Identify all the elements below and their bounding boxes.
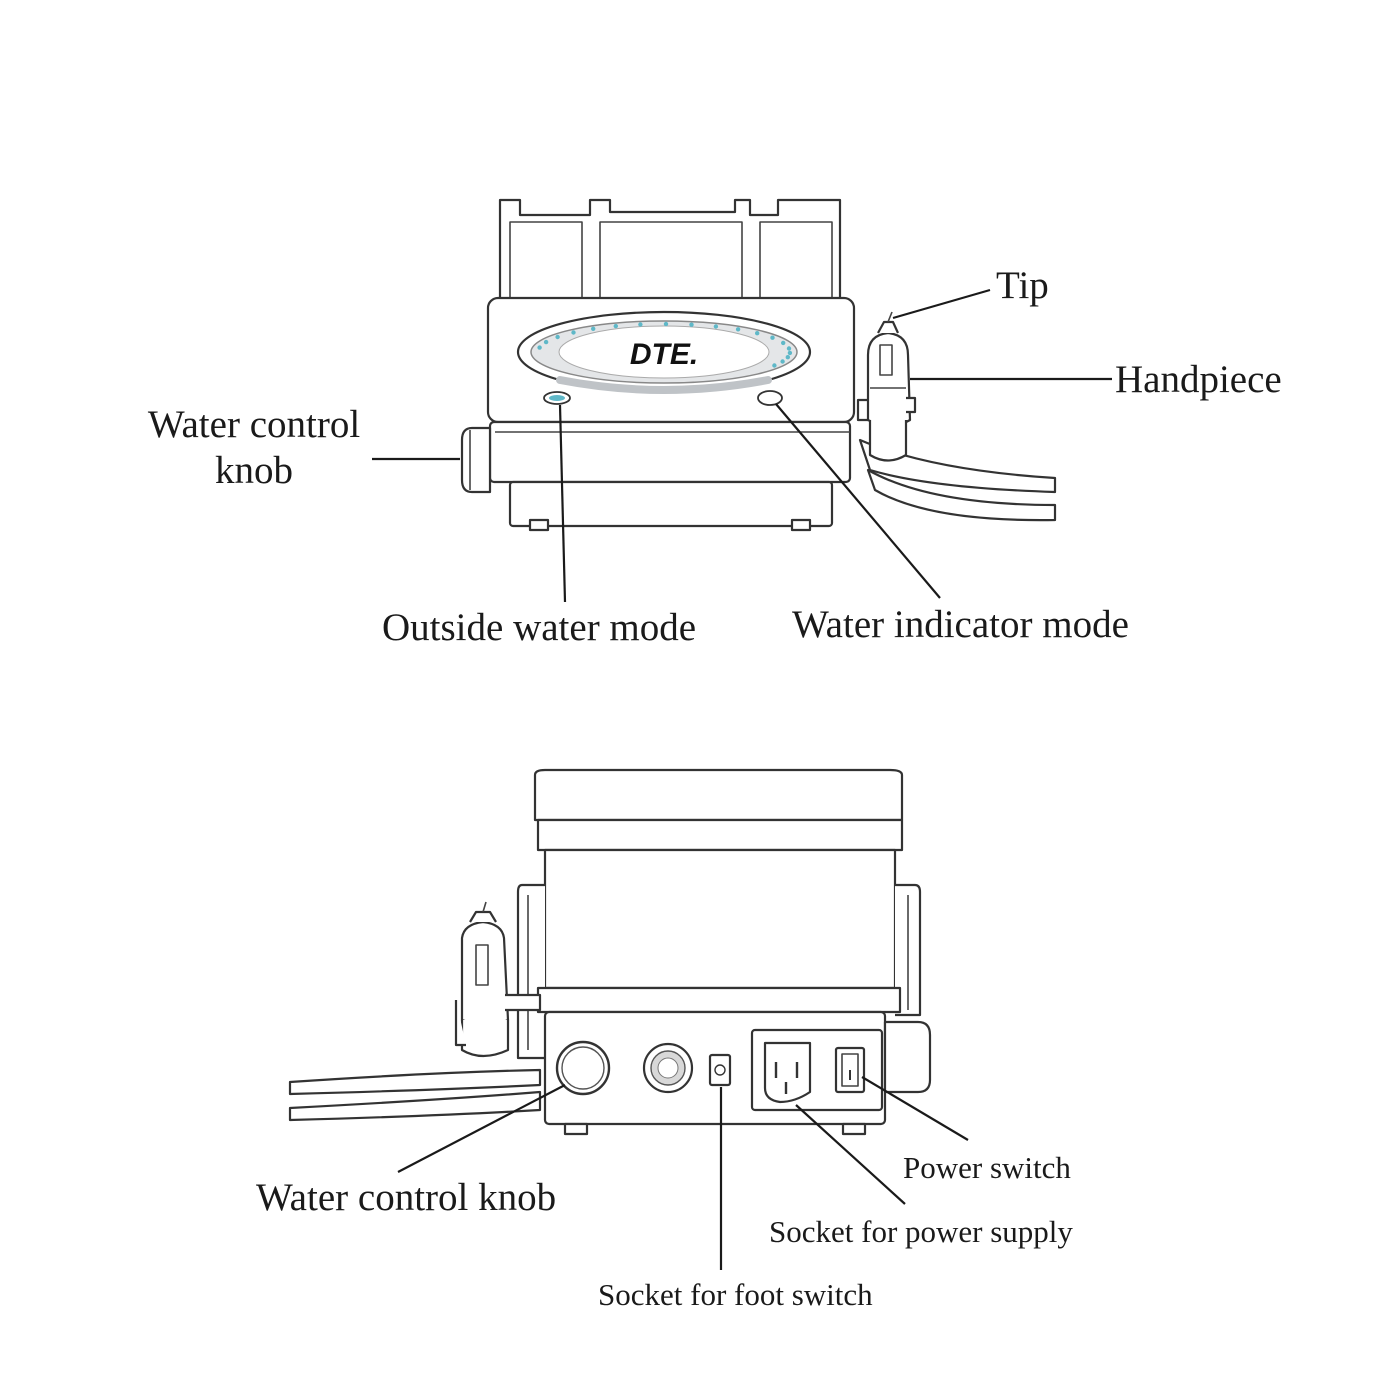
led-dot bbox=[591, 326, 596, 331]
led-dot bbox=[787, 350, 793, 356]
front-view-device: DTE. bbox=[460, 198, 1057, 532]
led-dot bbox=[713, 324, 719, 329]
led-dot bbox=[772, 363, 777, 368]
led-dot bbox=[770, 335, 775, 340]
rear-leader-lines bbox=[397, 1076, 969, 1270]
outside-water-led bbox=[549, 395, 565, 401]
front-handpiece bbox=[856, 311, 1057, 522]
led-dot bbox=[689, 322, 694, 327]
led-dot bbox=[555, 334, 560, 340]
rear-water-control-knob bbox=[555, 1040, 611, 1096]
front-display-panel: DTE. bbox=[516, 310, 812, 394]
front-reservoir bbox=[498, 198, 842, 305]
led-dot bbox=[735, 327, 741, 332]
rear-handpiece bbox=[288, 901, 542, 1122]
led-dot bbox=[571, 330, 576, 335]
leader-tip bbox=[892, 288, 991, 320]
rear-side-brackets bbox=[516, 883, 922, 1060]
led-dot bbox=[537, 345, 542, 350]
front-leader-lines bbox=[372, 288, 1112, 603]
led-dot bbox=[785, 355, 790, 360]
led-dot bbox=[781, 340, 786, 346]
leader-water-indicator-mode bbox=[775, 403, 941, 599]
led-dot bbox=[755, 331, 760, 336]
rear-view-device bbox=[288, 768, 932, 1136]
leader-power-switch bbox=[861, 1076, 969, 1141]
water-indicator-mode-indicator bbox=[757, 390, 783, 406]
label-socket-power-supply: Socket for power supply bbox=[769, 1214, 1073, 1249]
led-dot bbox=[786, 346, 792, 351]
brand-logo: DTE. bbox=[630, 338, 698, 371]
rear-middle-band bbox=[536, 986, 902, 1014]
display-led-indicators bbox=[537, 321, 793, 368]
led-dot bbox=[543, 339, 549, 345]
led-dot bbox=[613, 323, 618, 329]
label-water-control-knob-line2: knob bbox=[215, 449, 293, 492]
rear-foot-switch-socket bbox=[708, 1053, 732, 1087]
label-outside-water-mode: Outside water mode bbox=[382, 606, 696, 649]
rear-handpiece-connector bbox=[642, 1042, 694, 1094]
led-dot bbox=[663, 321, 669, 327]
leader-rear-water-control-knob bbox=[397, 1084, 566, 1173]
led-dot bbox=[780, 359, 785, 364]
label-rear-water-control-knob: Water control knob bbox=[256, 1176, 556, 1219]
label-power-switch: Power switch bbox=[903, 1150, 1071, 1185]
label-water-indicator-mode: Water indicator mode bbox=[792, 603, 1129, 646]
rear-side-bumper bbox=[883, 1020, 932, 1094]
label-tip: Tip bbox=[996, 264, 1049, 307]
leader-outside-water-mode bbox=[558, 404, 567, 603]
rear-power-switch bbox=[834, 1046, 866, 1094]
label-socket-foot-switch: Socket for foot switch bbox=[598, 1277, 873, 1312]
leader-socket-power-supply bbox=[795, 1104, 906, 1205]
label-water-control-knob-line1: Water control bbox=[148, 403, 361, 446]
led-dot bbox=[638, 322, 643, 327]
label-handpiece: Handpiece bbox=[1115, 358, 1282, 401]
front-water-control-knob bbox=[460, 426, 492, 494]
rear-reservoir bbox=[533, 768, 904, 990]
